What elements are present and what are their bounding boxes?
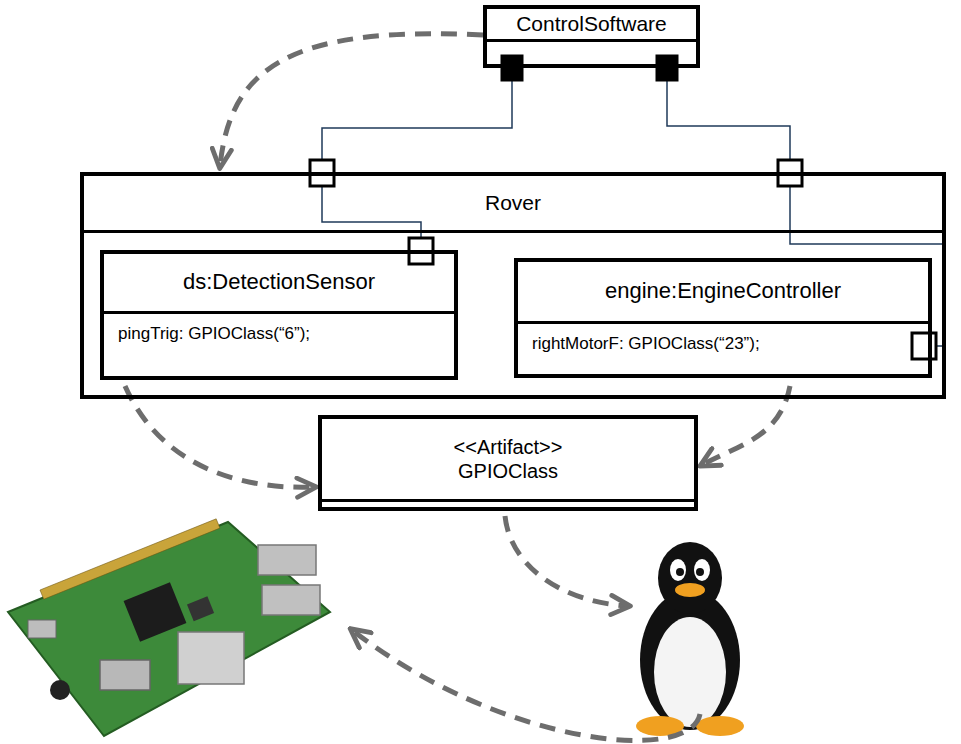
attribute-compartment: pingTrig: GPIOClass(“6”); [104,314,454,350]
class-box: ds:DetectionSensor pingTrig: GPIOClass(“6… [100,250,458,380]
artifact-name: GPIOClass [458,459,558,483]
deploy-arrow [352,630,700,740]
deploy-arrow [505,516,628,606]
port [912,333,936,359]
double-line [322,499,694,502]
class-box: engine:EngineController rightMotorF: GPIO… [514,258,932,378]
name-compartment: ds:DetectionSensor [104,254,454,314]
dependency-arrow [125,386,314,487]
class-name: Rover [485,190,541,215]
port-connector [667,80,790,160]
attribute-compartment: rightMotorF: GPIOClass(“23”); [518,324,928,360]
attribute: pingTrig: GPIOClass(“6”); [118,324,442,344]
port [657,56,677,80]
class-name: ControlSoftware [516,11,667,36]
class-name: ds:DetectionSensor [183,269,375,295]
attribute: rightMotorF: GPIOClass(“23”); [532,334,916,354]
name-compartment: engine:EngineController [518,262,928,324]
name-compartment: Rover [84,176,942,233]
port-connector [322,80,512,160]
artifact-box: <<Artifact>>GPIOClass [318,415,698,511]
class-box: Rover ds:DetectionSensor pingTrig: GPIOCla… [80,172,946,399]
class-name: engine:EngineController [605,278,841,304]
port [502,56,522,80]
name-compartment: ControlSoftware [487,9,696,42]
stereotype: <<Artifact>> [454,435,563,459]
dependency-arrow [220,34,483,166]
raspberry-pi-board [8,519,330,736]
class-box: ControlSoftware [483,5,700,68]
linux-penguin [636,542,744,736]
